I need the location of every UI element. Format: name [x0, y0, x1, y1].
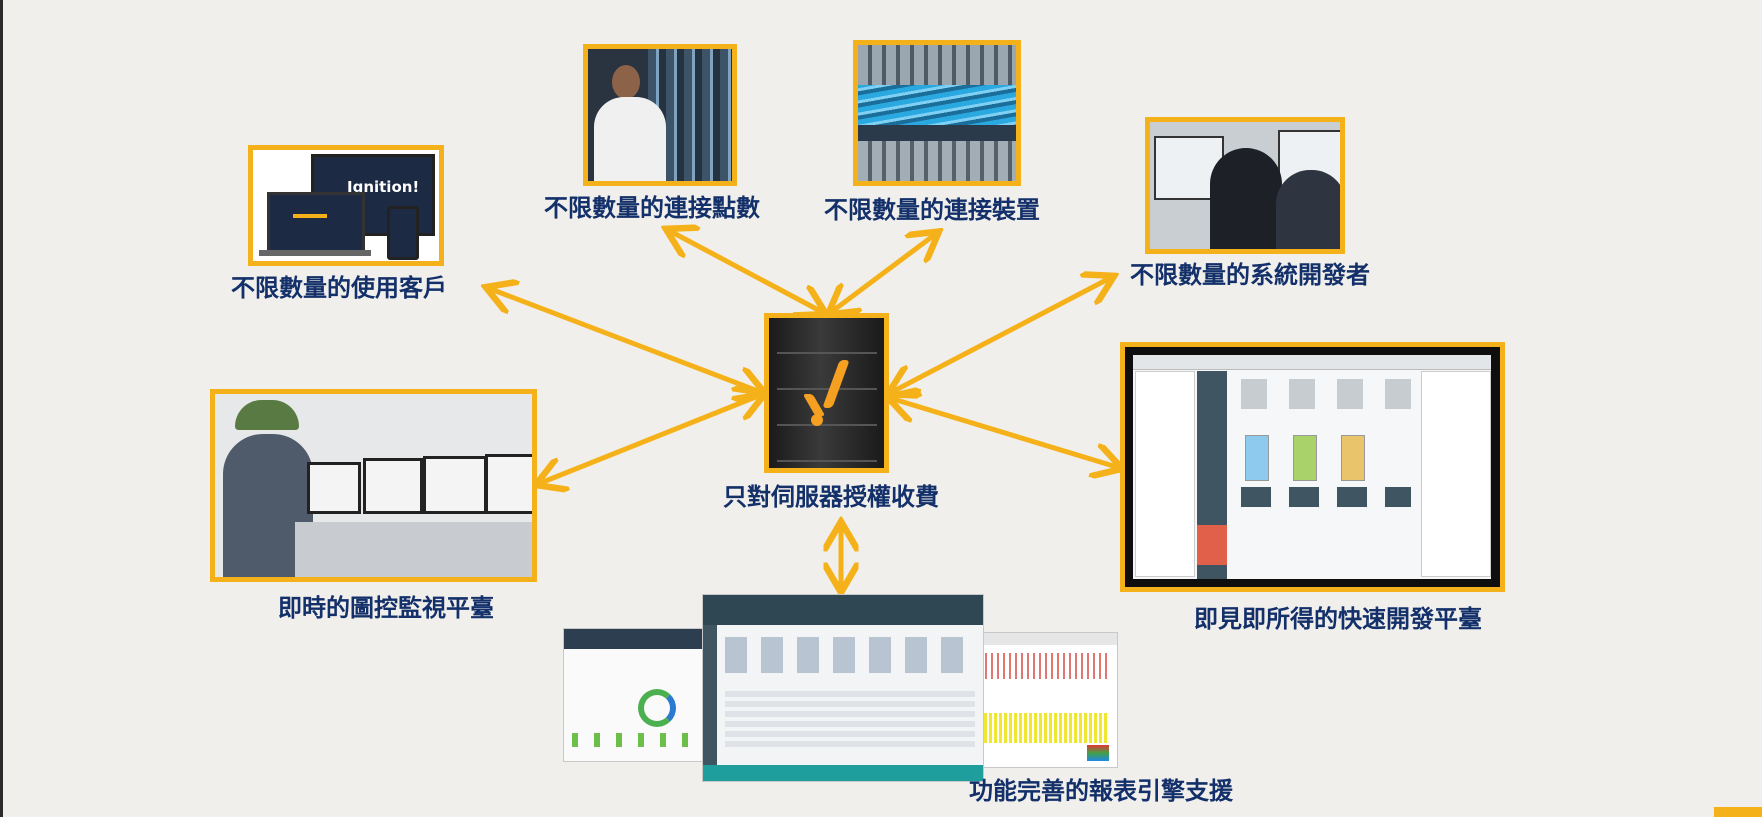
donut-chart-icon	[638, 689, 676, 727]
hmi-label: 即時的圖控監視平臺	[278, 594, 494, 622]
report-process-screenshot	[702, 594, 984, 782]
hmi-screen-2	[363, 458, 423, 514]
server-hub-image	[764, 313, 889, 473]
designer-alert-panel	[1197, 525, 1227, 565]
reports-label: 功能完善的報表引擎支援	[969, 777, 1233, 805]
designer-property-panel	[1421, 371, 1491, 577]
status-boxes	[1241, 487, 1411, 507]
developers-label: 不限數量的系統開發者	[1130, 261, 1370, 289]
operator-hmi-image	[210, 389, 537, 582]
devices-label: 不限數量的連接裝置	[824, 196, 1040, 224]
laptop-icon	[267, 192, 365, 256]
arrow-clients	[488, 288, 763, 393]
tags-label: 不限數量的連接點數	[544, 194, 760, 222]
developer-2	[1276, 170, 1340, 249]
ignition-logo-icon	[802, 360, 850, 430]
trend-legend	[1087, 745, 1109, 761]
trend-yellow-series	[979, 713, 1107, 743]
tank-1	[1245, 435, 1269, 481]
corner-accent	[1714, 807, 1762, 817]
technician-body	[594, 97, 666, 181]
brand-mark-icon	[293, 214, 327, 218]
designer-project-tree	[1135, 371, 1195, 577]
phone-icon	[387, 206, 419, 260]
designer-label: 即見即所得的快速開發平臺	[1194, 605, 1482, 633]
clients-devices-image: Ignition!	[248, 145, 444, 266]
report-trend-screenshot	[972, 632, 1118, 768]
arrow-designer	[890, 398, 1120, 468]
designer-screenshot-image	[1120, 342, 1505, 592]
tank-2	[1293, 435, 1317, 481]
developers-image	[1145, 117, 1345, 254]
trend-red-series	[979, 653, 1107, 679]
control-desk	[295, 522, 532, 577]
arrow-developers	[890, 277, 1112, 393]
network-cables-image	[853, 40, 1021, 186]
operator-cap	[235, 400, 299, 430]
tank-3	[1341, 435, 1365, 481]
developer-1	[1210, 148, 1282, 249]
arrow-tags	[668, 230, 824, 313]
process-table	[725, 691, 975, 751]
hmi-screen-3	[423, 456, 487, 514]
report-dashboard-screenshot	[563, 628, 703, 762]
designer-window	[1133, 355, 1491, 579]
cable-bundle	[858, 85, 1016, 125]
technician-server-image	[583, 44, 737, 186]
designer-toolbar	[1133, 355, 1491, 370]
process-sidebar	[703, 625, 717, 781]
brand-logo-text: Ignition!	[347, 178, 420, 196]
lower-switch-panel	[858, 141, 1016, 181]
hmi-screen-4	[485, 454, 532, 514]
process-equipment-row	[725, 637, 975, 673]
process-footer	[703, 765, 983, 781]
arrow-hmi	[538, 394, 763, 484]
process-header	[703, 595, 983, 625]
hub-label: 只對伺服器授權收費	[723, 483, 939, 511]
clients-label: 不限數量的使用客戶	[231, 274, 447, 302]
window-edge	[0, 0, 3, 817]
technician-head	[612, 65, 640, 99]
switch-panel	[858, 45, 1016, 91]
hmi-screen-1	[307, 462, 361, 514]
pump-row	[1241, 379, 1411, 409]
arrow-devices	[830, 233, 937, 313]
laptop-base	[259, 250, 371, 256]
